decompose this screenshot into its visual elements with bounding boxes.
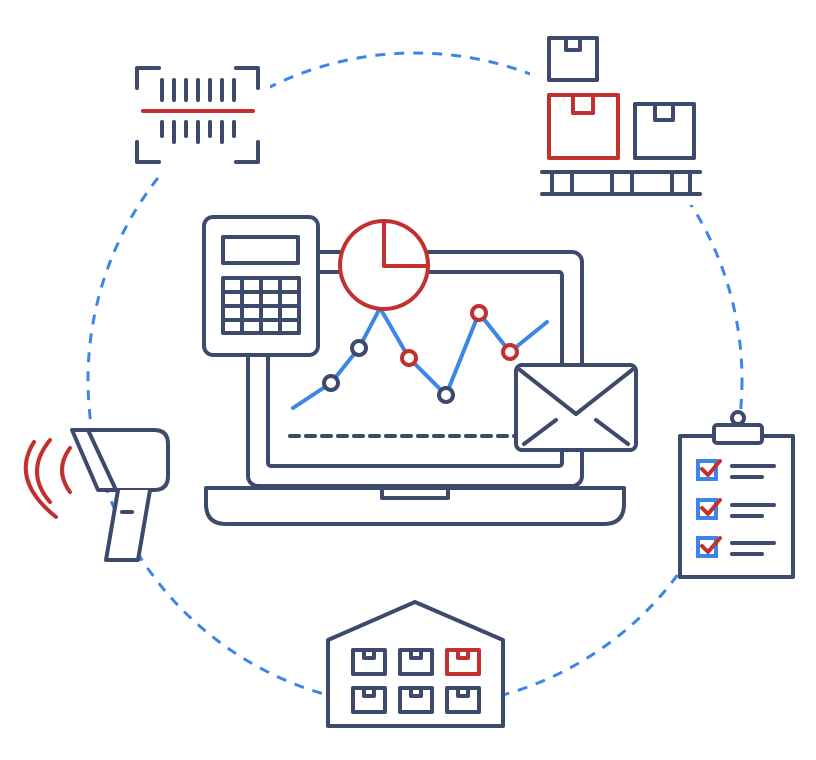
line-chart-icon — [288, 304, 549, 438]
barcode-scanner-icon — [23, 428, 170, 562]
pie-chart-icon — [338, 219, 430, 311]
barcode-icon — [125, 58, 270, 173]
boxes-on-pallet-icon — [530, 30, 710, 205]
laptop-icon — [204, 250, 626, 526]
envelope-icon — [514, 363, 638, 452]
warehouse-icon — [326, 600, 505, 728]
clipboard-checklist-icon — [678, 410, 795, 579]
calculator-icon — [202, 215, 320, 357]
